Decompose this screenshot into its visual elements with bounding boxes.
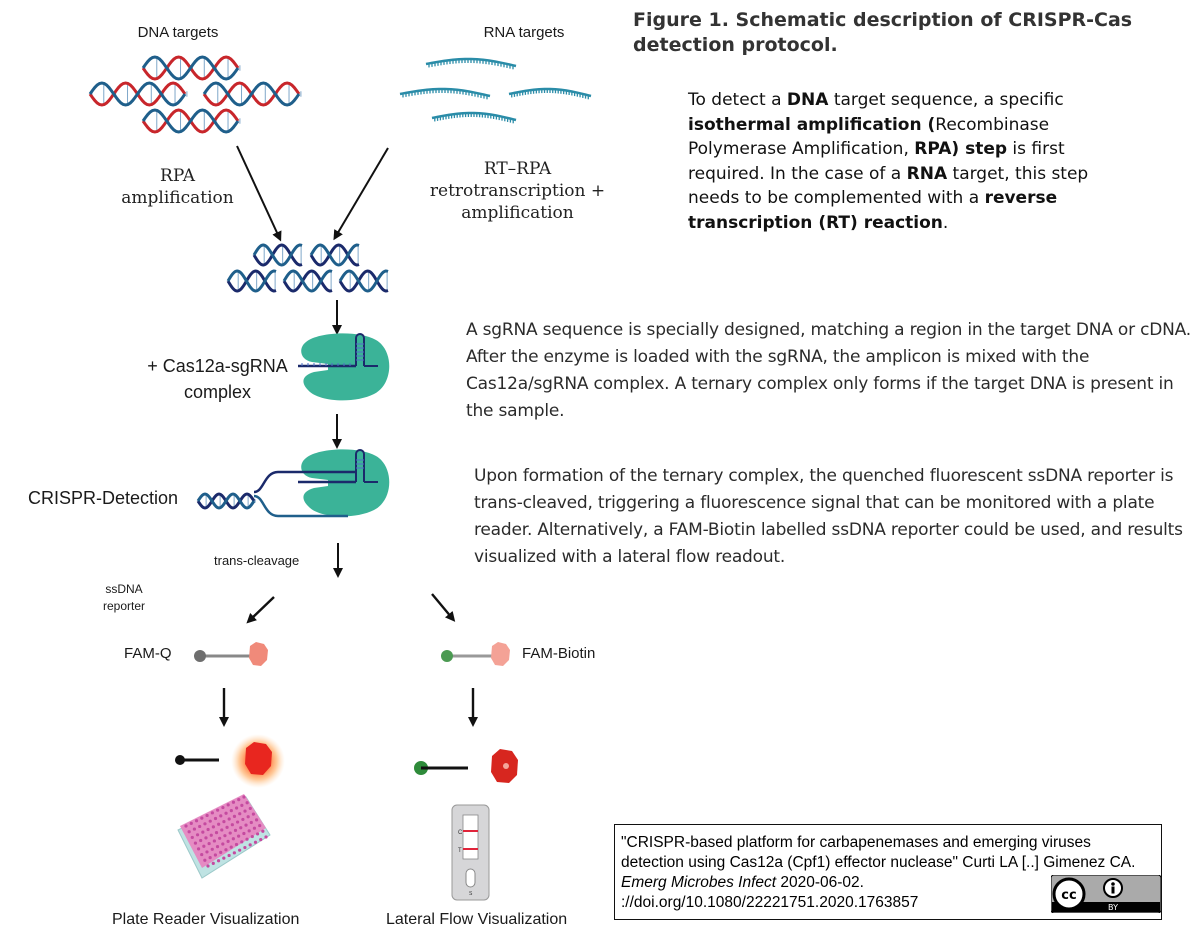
dna-targets-label: DNA targets: [137, 24, 219, 41]
cas-line2: complex: [183, 382, 252, 402]
p1-run: reverse transcription (RT) reaction: [688, 188, 1058, 233]
ssdna-line1: ssDNA: [105, 582, 143, 596]
fluorescence-glow-icon: [231, 734, 285, 788]
rna-strand: [508, 87, 592, 100]
dna-helix: [202, 81, 302, 107]
citation-title: "CRISPR-based platform for carbapenemase…: [621, 834, 1091, 871]
fluorophore-red-icon: [491, 749, 518, 783]
p1-run: target, this step needs to be complement…: [688, 163, 1089, 209]
rpa-line1: RPA: [160, 166, 195, 186]
lateral-flow-label: Lateral Flow Visualization: [386, 911, 568, 928]
by-text: BY: [1108, 903, 1118, 912]
dna-helix: [282, 269, 333, 293]
cas12a-complex-label: + Cas12a-sgRNA complex: [130, 353, 305, 405]
rna-targets-icon: [399, 57, 592, 124]
amplicons-icon: [226, 243, 389, 293]
dna-helix: [196, 492, 256, 510]
p1-run: .: [942, 212, 949, 233]
citation-authors: Curti LA [..] Gimenez CA.: [957, 854, 1136, 871]
cc-icon: [1052, 877, 1086, 911]
cc-by-license-badge[interactable]: cc BY: [1051, 875, 1161, 913]
rtrpa-line3: amplification: [461, 203, 574, 223]
ssdna-line2: reporter: [102, 599, 146, 613]
plate-reader-label: Plate Reader Visualization: [112, 911, 300, 928]
dna-helix: [141, 108, 241, 134]
target-dna-helix-icon: [196, 492, 256, 510]
strip-c-label: C: [458, 830, 463, 836]
rna-strand: [431, 111, 517, 124]
citation-box: "CRISPR-based platform for carbapenemase…: [614, 824, 1162, 920]
fam-q-reporter-icon: [194, 642, 268, 666]
rt-rpa-label: RT–RPA retrotranscription + amplificatio…: [420, 158, 615, 224]
lateral-flow-strip-icon: C T S: [451, 804, 490, 901]
dna-helix: [226, 269, 277, 293]
citation-date: 2020-06-02.: [776, 874, 864, 891]
cas12a-sgrna-complex-icon: [298, 333, 390, 401]
paragraph-detection: Upon formation of the ternary complex, t…: [474, 466, 1183, 567]
trans-cleavage-label: trans-cleavage: [214, 553, 300, 568]
arrow-rtrpa: [333, 147, 389, 241]
figure-title: Figure 1. Schematic description of CRISP…: [633, 9, 1133, 56]
rna-targets-label: RNA targets: [483, 24, 565, 41]
rna-strand: [425, 57, 517, 70]
strip-s-label: S: [469, 891, 473, 897]
p1-run: To detect a: [688, 90, 787, 110]
dna-helix: [252, 243, 303, 267]
ssdna-reporter-label: ssDNA reporter: [94, 581, 154, 615]
arrow-rpa: [236, 145, 282, 242]
rtrpa-line1: RT–RPA: [483, 159, 552, 179]
dna-helix: [88, 81, 188, 107]
paragraph-sgrna: A sgRNA sequence is specially designed, …: [466, 320, 1191, 421]
rpa-amplification-label: RPA amplification: [100, 165, 255, 209]
dna-helix: [309, 243, 360, 267]
citation-journal: Emerg Microbes Infect: [621, 874, 777, 891]
paragraph-amplification: To detect a DNA target sequence, a speci…: [688, 88, 1128, 235]
cleaved-biotin-icon: [414, 761, 468, 775]
cas-line1: + Cas12a-sgRNA: [147, 356, 288, 376]
p1-run: Recombinase Polymerase Amplification,: [688, 114, 1050, 160]
arrow-to-famq: [246, 596, 275, 624]
cleaved-quencher-icon: [175, 755, 219, 765]
citation-doi[interactable]: ://doi.org/10.1080/22221751.2020.1763857: [621, 894, 919, 911]
p1-run: target sequence, a specific: [828, 90, 1064, 110]
fam-q-label: FAM-Q: [124, 645, 172, 662]
rpa-line2: amplification: [121, 188, 234, 208]
p1-run: RNA: [906, 163, 948, 184]
strip-t-label: T: [458, 848, 462, 854]
dna-targets-icon: [88, 55, 302, 134]
plate-reader-icon: [177, 794, 271, 879]
cc-text: cc: [1061, 888, 1076, 903]
p1-run: RPA) step: [914, 139, 1008, 159]
p1-run: is first required. In the case of a: [688, 139, 1065, 184]
fam-biotin-reporter-icon: [441, 642, 510, 666]
crispr-protocol-diagram: C T S: [88, 55, 592, 901]
p1-run: DNA: [786, 90, 829, 110]
p1-run: isothermal amplification (: [688, 114, 936, 135]
fam-biotin-label: FAM-Biotin: [522, 645, 596, 662]
rtrpa-line2: retrotranscription +: [429, 181, 606, 201]
ternary-complex-icon: [253, 449, 390, 518]
dna-helix: [141, 55, 241, 81]
rna-strand: [399, 87, 491, 100]
crispr-detection-label: CRISPR-Detection: [28, 488, 179, 508]
arrow-to-fambiotin: [431, 593, 456, 622]
dna-helix: [338, 269, 389, 293]
